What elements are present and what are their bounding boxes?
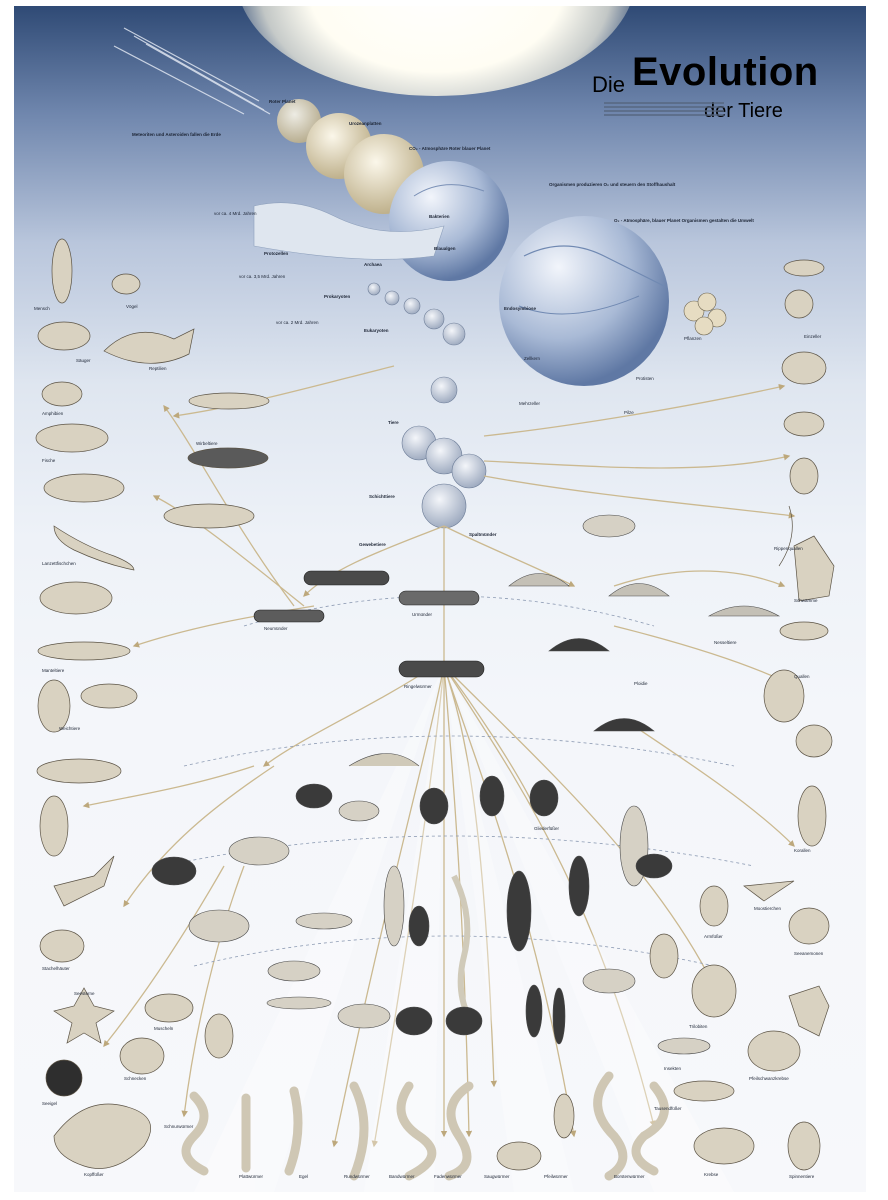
label-nesseltiere: Nesseltiere [714,640,737,645]
title-fineprint [604,100,724,118]
comet-streaks [113,27,271,115]
evolution-poster: Die Evolution der Tiere [14,6,866,1192]
label-vor35: vor ca. 3,5 Mrd. Jahren [239,274,286,279]
worm-organisms [253,570,485,678]
label-gewebetiere: Gewebetiere [359,542,386,547]
label-egel: Egel [299,1174,309,1179]
label-schnurwuermer: Schnurwürmer [164,1124,194,1129]
label-protozellen: Protozellen [264,251,289,256]
label-co2: CO₂ - Atmosphäre Roter blauer Planet [409,146,491,151]
evolution-diagram [35,27,835,1192]
bottom-coral [553,1093,575,1139]
label-rundwuermer: Rundwürmer [344,1174,370,1179]
label-protisten: Protisten [636,376,654,381]
label-krebse: Krebse [704,1172,719,1177]
label-prokaryoten: Prokaryoten [324,294,351,299]
label-korallen: Korallen [794,848,811,853]
label-bandwuermer: Bandwürmer [389,1174,415,1179]
label-armfuesser: Armfüßer [704,934,723,939]
label-einzeller: Einzeller [804,334,822,339]
cell-chain [367,282,487,529]
label-ploidie: Ploidie [634,681,648,686]
label-meteoriten: Meteoriten und Asteroiden fallen die Erd… [132,132,221,137]
label-pfeilwuermer: Pfeilwürmer [544,1174,568,1179]
label-rippenquallen: Rippenquallen [774,546,803,551]
bottom-shell [496,1141,542,1171]
label-borstenwuermer: Borstenwürmer [614,1174,645,1179]
label-tausendfuesser: Tausendfüßer [654,1106,682,1111]
label-tiere: Tiere [388,420,399,425]
label-pilze: Pilze [624,410,634,415]
label-urmuender: Urmünder [412,612,433,617]
label-sauerstoff: Organismen produzieren O₂ und steuern de… [549,182,676,187]
label-neumuender: Neumünder [264,626,288,631]
label-ringelwuermer: Ringelwürmer [404,684,432,689]
label-vogel: Vögel [126,304,138,309]
label-ur-ozean: Urozeanplatten [349,121,382,126]
label-endosymbiose: Endosymbiose [504,306,537,311]
label-blaualgen: Blaualgen [434,246,456,251]
label-vor4: vor ca. 4 Mrd. Jahren [214,211,257,216]
plants-cluster [683,292,727,336]
invertebrates-right [649,259,835,1171]
label-trilobiten: Trilobiten [689,1024,708,1029]
middle-organisms [151,514,781,1055]
label-kopffuesser: Kopffüßer [84,1172,104,1177]
label-seeanemonen: Seeanemonen [794,951,824,956]
light-beams [194,666,734,1192]
label-o2-atmo: O₂ - Atmosphäre, blauer Planet Organisme… [614,218,754,223]
label-pflanzen: Pflanzen [684,336,702,341]
label-spinnen: Spinnentiere [789,1174,815,1179]
label-weichtiere: Weichtiere [59,726,81,731]
tree-branches [82,365,796,1148]
label-insekten: Insekten [664,1066,682,1071]
label-schnecken: Schnecken [124,1076,147,1081]
label-gliederfuesser: Gliederfüßer [534,826,560,831]
label-plattwuermer: Plattwürmer [239,1174,264,1179]
label-eukaryoten: Eukaryoten [364,328,389,333]
label-roter-planet: Roter Planet [269,99,296,104]
title-der-tiere: der Tiere [704,100,783,122]
label-schwaemme: Schwämme [794,598,818,603]
label-moostierchen: Moostierchen [754,906,782,911]
label-muscheln: Muscheln [154,1026,174,1031]
label-mensch: Mensch [34,306,50,311]
label-bakterien: Bakterien [429,214,450,219]
label-archaea: Archaea [364,262,382,267]
label-lanzetten: Lanzettfischchen [42,561,76,566]
label-vor2: vor ca. 2 Mrd. Jahren [276,320,319,325]
bottom-worms [181,1071,669,1181]
label-mehrzeller: Mehrzeller [519,401,541,406]
label-fische: Fische [42,458,56,463]
poster-title: Die Evolution der Tiere [592,50,832,130]
label-zellkern: Zellkern [524,356,541,361]
label-fadenwuermer: Fadenwürmer [434,1174,462,1179]
label-manteltiere: Manteltiere [42,668,65,673]
label-schichtiere: Schichttiere [369,494,395,499]
label-amphibien: Amphibien [42,411,64,416]
label-pfeilschwanz: Pfeilschwanzkrebse [749,1076,789,1081]
label-saeuger: Säuger [76,358,91,363]
label-stachelhaeuter: Stachelhäuter [42,966,70,971]
title-evolution: Evolution [632,50,819,94]
label-seeigel: Seeigel [42,1101,58,1106]
label-quallen: Quallen [794,674,810,679]
vertebrates-left [35,238,270,1169]
label-saugwuermer: Saugwürmer [484,1174,510,1179]
label-reptilien: Reptilien [149,366,167,371]
label-spaltmuender: Spaltmünder [469,532,497,537]
label-seesterne: Seesterne [74,991,95,996]
label-wirbeltiere: Wirbeltiere [196,441,218,446]
title-die: Die [592,72,626,97]
primordial-shore [253,202,445,260]
